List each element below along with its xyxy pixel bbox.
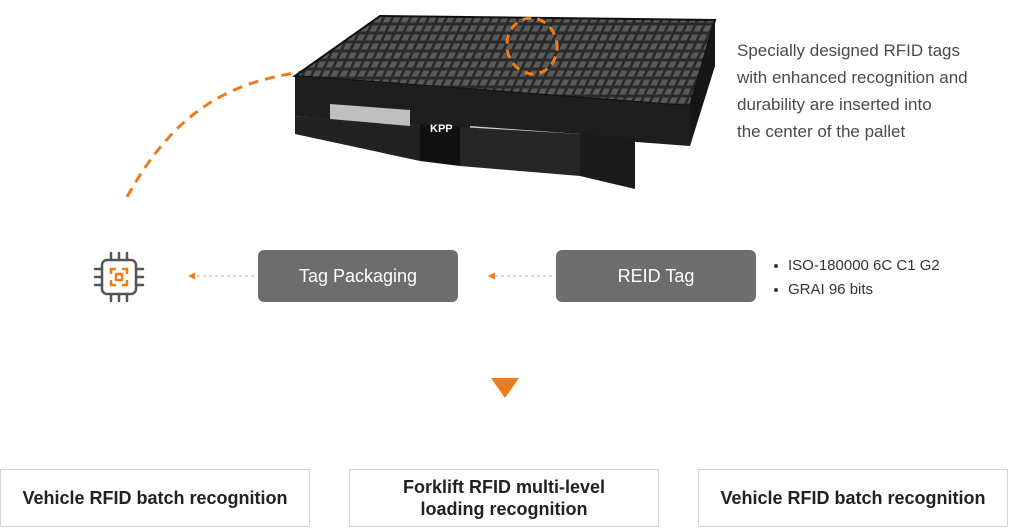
- spec-text: ISO-180000 6C C1 G2: [788, 257, 940, 274]
- outcome-vehicle-batch: Vehicle RFID batch recognition: [0, 469, 310, 527]
- tag-spec-list: ISO-180000 6C C1 G2 GRAI 96 bits: [774, 254, 940, 302]
- pallet-brand: KPP: [430, 123, 453, 135]
- outcome-vehicle-batch: Vehicle RFID batch recognition: [698, 469, 1008, 527]
- pallet-description: Specially designed RFID tags with enhanc…: [737, 37, 1007, 145]
- pallet-image: KPP: [292, 14, 717, 189]
- spec-item: ISO-180000 6C C1 G2: [774, 254, 940, 278]
- rfid-tag-step: REID Tag: [556, 250, 756, 302]
- tag-packaging-step: Tag Packaging: [258, 250, 458, 302]
- outcome-text: Forklift RFID multi-level: [402, 477, 606, 497]
- description-line: with enhanced recognition and: [737, 68, 968, 87]
- rfid-location-marker: [505, 16, 559, 76]
- description-line: durability are inserted into: [737, 95, 932, 114]
- spec-item: GRAI 96 bits: [774, 278, 940, 302]
- spec-text: GRAI 96 bits: [788, 281, 874, 298]
- description-line: the center of the pallet: [737, 122, 906, 141]
- chip-icon: [93, 251, 145, 303]
- outcome-forklift-multilevel: Forklift RFID multi-level loading recogn…: [349, 469, 659, 527]
- bullet-icon: [774, 264, 778, 268]
- description-line: Specially designed RFID tags: [737, 41, 961, 60]
- outcome-text: loading recognition: [420, 499, 588, 519]
- outcome-text: Vehicle RFID batch recognition: [720, 488, 986, 508]
- triangle-down-icon: [491, 378, 519, 398]
- outcome-text: Vehicle RFID batch recognition: [22, 488, 288, 508]
- bullet-icon: [774, 288, 778, 292]
